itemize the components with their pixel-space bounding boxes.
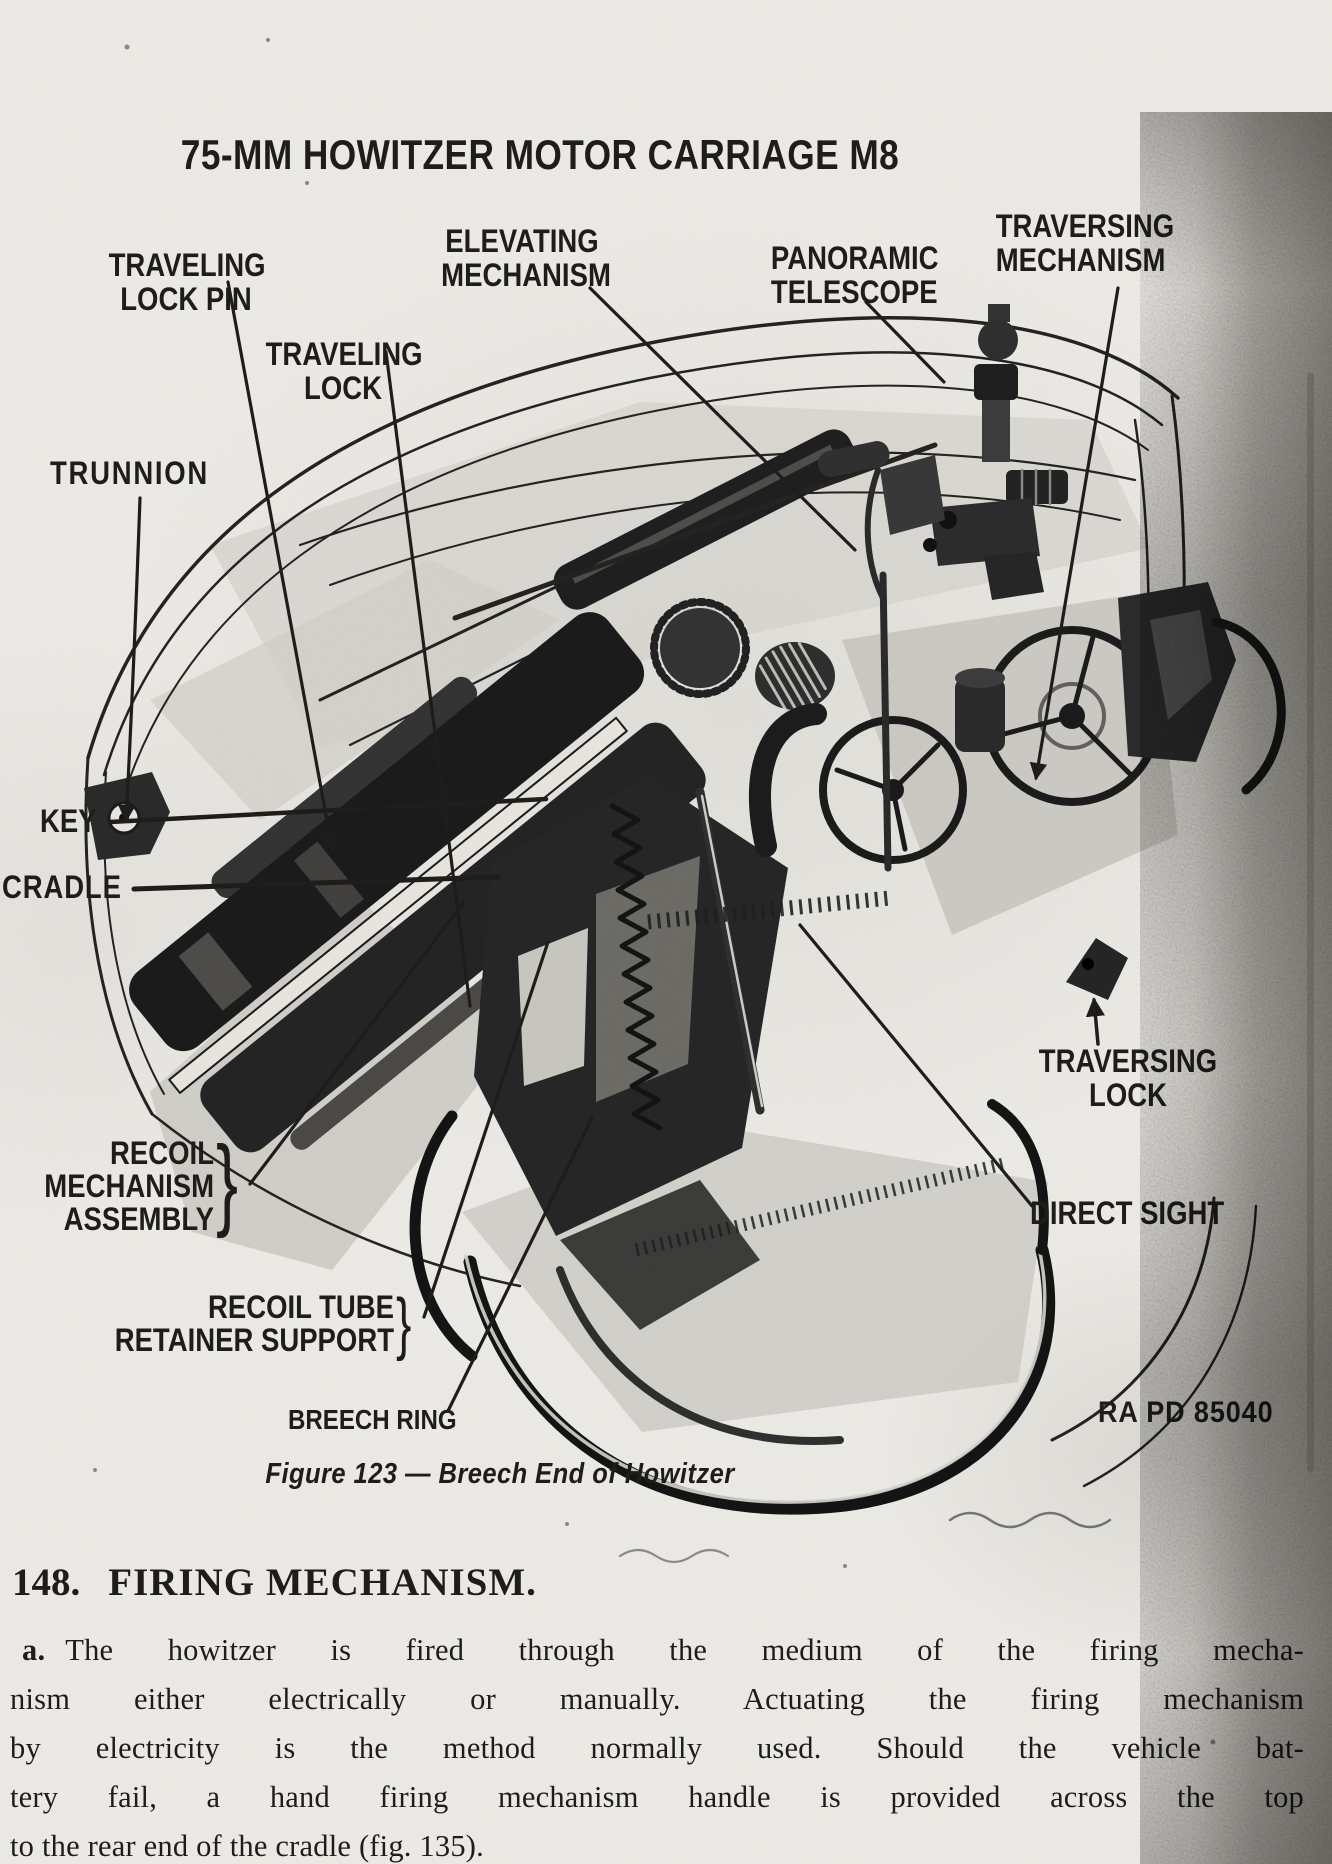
label-line: MECHANISM — [441, 257, 611, 293]
label-line: ELEVATING — [445, 223, 599, 259]
label-elevating-mechanism: ELEVATING MECHANISM — [441, 223, 611, 293]
label-line: MECHANISM — [44, 1168, 215, 1204]
label-line: RECOIL TUBE — [207, 1289, 394, 1325]
traversing-lock-part — [1066, 938, 1128, 1000]
label-line: TRAVELING — [265, 336, 423, 372]
pedestal-cylinder — [955, 668, 1005, 752]
leader-traversing-lock-arrow — [1085, 997, 1106, 1046]
brace-recoil-mechanism: } — [216, 1123, 239, 1239]
gearbox-drum — [755, 641, 835, 713]
label-line: PANORAMIC — [770, 240, 939, 276]
section-title: FIRING MECHANISM. — [108, 1561, 537, 1604]
paragraph-line: to the rear end of the cradle (fig. 135)… — [10, 1829, 484, 1863]
label-line: TRAVERSING — [995, 208, 1175, 244]
scan-streak — [1307, 372, 1314, 1472]
label-traversing-mechanism: TRAVERSING MECHANISM — [995, 208, 1175, 278]
label-line: RETAINER SUPPORT — [114, 1322, 394, 1358]
paragraph-label: a. — [22, 1633, 46, 1667]
label-line: TELESCOPE — [770, 274, 938, 310]
label-line: RECOIL — [110, 1135, 214, 1171]
label-key: KEY — [40, 803, 97, 839]
label-recoil-tube-retainer-support: RECOIL TUBE RETAINER SUPPORT — [103, 1291, 394, 1357]
label-panoramic-telescope: PANORAMIC TELESCOPE — [770, 240, 939, 310]
page-header: 75-MM HOWITZER MOTOR CARRIAGE M8 — [180, 131, 900, 178]
label-traveling-lock: TRAVELING LOCK — [265, 336, 423, 406]
lock-fork — [749, 703, 827, 857]
paragraph-line: a. The howitzer is fired through the medi… — [10, 1626, 1304, 1675]
label-line: ASSEMBLY — [63, 1201, 214, 1237]
label-line: TRAVELING — [108, 247, 266, 283]
label-breech-ring: BREECH RING — [288, 1404, 457, 1435]
paragraph-text: The howitzer is fired through the medium… — [65, 1633, 1304, 1667]
scan-edge-band — [1140, 112, 1332, 1864]
paragraph-line: tery fail, a hand firing mechanism handl… — [10, 1780, 1304, 1814]
paragraph-line: by electricity is the method normally us… — [10, 1731, 1304, 1765]
label-line: LOCK PIN — [120, 281, 252, 317]
label-traveling-lock-pin: TRAVELING LOCK PIN — [108, 247, 266, 317]
figure-caption: Figure 123 — Breech End of Howitzer — [265, 1458, 735, 1490]
label-line: MECHANISM — [995, 242, 1166, 278]
section-paragraph: a. The howitzer is fired through the medi… — [10, 1626, 1304, 1864]
leader-panoramic-telescope — [864, 300, 946, 384]
label-line: LOCK — [304, 370, 382, 406]
brace-recoil-tube: } — [396, 1283, 412, 1362]
ground-squiggle — [948, 1511, 1112, 1529]
label-recoil-mechanism-assembly: RECOIL MECHANISM ASSEMBLY — [37, 1137, 214, 1236]
paragraph-line: nism either electrically or manually. Ac… — [10, 1682, 1304, 1716]
label-trunnion: TRUNNION — [50, 455, 209, 491]
scan-band-grain — [1140, 112, 1332, 1864]
ground-squiggle-2 — [618, 1548, 730, 1564]
section-number: 148. — [12, 1561, 81, 1604]
section-heading: 148. FIRING MECHANISM. — [12, 1560, 537, 1605]
label-cradle: CRADLE — [2, 869, 122, 905]
